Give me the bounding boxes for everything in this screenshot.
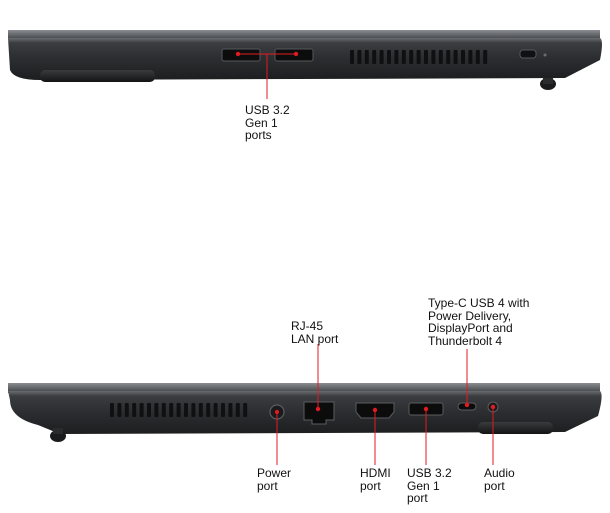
right-side-vent — [110, 403, 248, 417]
laptop-left-side — [8, 30, 602, 90]
vent-slat — [461, 50, 465, 64]
vent-slat — [475, 50, 480, 64]
audio-port-label: Audio port — [484, 466, 515, 493]
vent-slat — [438, 50, 443, 64]
laptop-right-side — [8, 383, 602, 442]
vent-slat — [206, 403, 211, 417]
usb-port-1 — [221, 48, 261, 62]
laptop-left-lid — [8, 30, 600, 40]
vent-slat — [228, 403, 233, 417]
vent-slat — [372, 50, 377, 64]
vent-slat — [110, 403, 114, 417]
vent-slat — [424, 50, 428, 64]
usb-3-2-gen1-ports-label: USB 3.2 Gen 1 ports — [245, 103, 290, 142]
laptop-left-foot-pad — [40, 70, 155, 82]
vent-slat — [176, 403, 181, 417]
vent-slat — [416, 50, 421, 64]
vent-slat — [431, 50, 436, 64]
vent-slat — [184, 403, 188, 417]
vent-slat — [221, 403, 225, 417]
vent-slat — [357, 50, 362, 64]
laptop-right-foot-pad — [478, 422, 553, 434]
hdmi-port-label: HDMI port — [360, 466, 391, 493]
vent-slat — [379, 50, 384, 64]
vent-slat — [364, 50, 369, 64]
security-lock-slot — [519, 49, 537, 59]
vent-slat — [243, 403, 248, 417]
vent-slat — [169, 403, 174, 417]
vent-slat — [401, 50, 406, 64]
rj45-port-socket — [303, 401, 335, 425]
vent-slat — [394, 50, 399, 64]
vent-slat — [117, 403, 122, 417]
vent-slat — [387, 50, 391, 64]
vent-slat — [235, 403, 240, 417]
vent-slat — [139, 403, 144, 417]
usb-port-2 — [274, 48, 314, 62]
rj45-lan-port-label: RJ-45 LAN port — [291, 319, 339, 346]
vent-slat — [191, 403, 196, 417]
type-c-usb4-label: Type-C USB 4 with Power Delivery, Displa… — [428, 296, 530, 348]
vent-slat — [198, 403, 203, 417]
vent-slat — [483, 50, 488, 64]
vent-slat — [154, 403, 159, 417]
vent-slat — [132, 403, 137, 417]
vent-slat — [213, 403, 218, 417]
bottom-callouts — [274, 344, 496, 465]
usb-left-callout — [235, 51, 299, 99]
vent-slat — [446, 50, 451, 64]
vent-slat — [350, 50, 354, 64]
vent-slat — [468, 50, 473, 64]
vent-slat — [124, 403, 129, 417]
vent-slat — [147, 403, 151, 417]
power-port-label: Power port — [257, 466, 292, 493]
laptop-right-lid — [8, 383, 600, 393]
usb-3-2-gen1-port-label: USB 3.2 Gen 1 port — [407, 466, 452, 505]
vent-slat — [409, 50, 414, 64]
vent-slat — [453, 50, 458, 64]
left-side-vent — [350, 50, 488, 64]
vent-slat — [161, 403, 166, 417]
